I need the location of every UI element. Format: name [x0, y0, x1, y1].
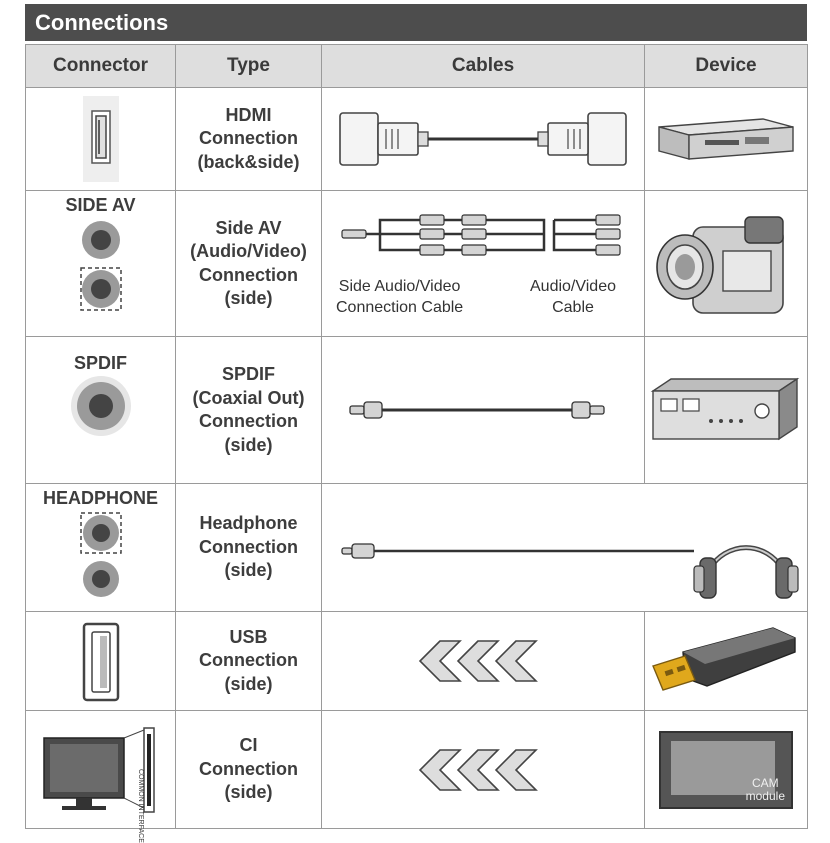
header-connector: Connector	[25, 44, 176, 88]
side-av-type-cell: Side AV (Audio/Video) Connection (side)	[175, 190, 322, 337]
spdif-device-cell	[644, 336, 808, 484]
headphone-jack-icon	[80, 512, 122, 597]
coaxial-jack-icon	[71, 375, 131, 436]
headphone-cable-icon	[341, 542, 799, 599]
hdmi-connector-cell	[25, 87, 176, 191]
type-line: USB	[229, 626, 268, 647]
amplifier-icon	[650, 377, 800, 441]
row-side-av: SIDE AV Side AV (Audio/Video) Connection…	[25, 190, 808, 337]
type-line: SPDIF	[221, 364, 275, 384]
usb-connector-cell	[25, 611, 176, 711]
headphone-cable-cell	[321, 483, 808, 612]
ci-connector-cell: COMMON INTERFACE	[25, 710, 176, 843]
type-line: Connection	[199, 264, 298, 285]
usb-cable-cell	[321, 611, 645, 711]
cable-caption-right: Audio/Video	[530, 277, 616, 295]
type-line: Connection	[199, 536, 298, 557]
cam-module-icon: CAM module	[659, 730, 793, 809]
row-headphone: HEADPHONE Headphone Connection (side)	[25, 483, 808, 612]
hdmi-cable-icon	[339, 112, 627, 166]
camcorder-icon	[656, 215, 784, 314]
row-hdmi: HDMI Connection (back&side)	[25, 87, 808, 191]
ci-panel-label: COMMON INTERFACE	[137, 769, 144, 843]
row-usb: USB Connection (side)	[25, 611, 808, 711]
type-line: Side AV	[215, 217, 282, 238]
usb-port-icon	[82, 622, 120, 702]
type-line: Headphone	[199, 513, 298, 534]
connector-label: HEADPHONE	[42, 488, 158, 508]
type-line: (back&side)	[197, 151, 300, 172]
type-line: Connection	[199, 128, 298, 149]
coaxial-cable-icon	[349, 401, 605, 419]
type-line: CI	[239, 735, 258, 756]
connector-label: SIDE AV	[65, 195, 136, 215]
spdif-cable-cell	[321, 336, 645, 484]
ci-type-cell: CI Connection (side)	[175, 710, 322, 829]
side-av-cable-cell: Side Audio/Video Connection Cable Audio/…	[321, 190, 645, 337]
header-row: Connector Type Cables Device	[25, 44, 808, 88]
cam-label: CAM	[751, 775, 779, 790]
direction-arrows-icon	[418, 640, 538, 682]
header-device: Device	[644, 44, 808, 88]
row-ci: COMMON INTERFACE CI Connection (side)	[25, 710, 808, 843]
header-type: Type	[175, 44, 322, 88]
type-line: (side)	[224, 782, 273, 803]
page-title: Connections	[25, 4, 807, 41]
side-av-connector-cell: SIDE AV	[25, 190, 176, 337]
ci-slot-icon	[43, 726, 155, 813]
cable-caption-left: Side Audio/Video	[338, 277, 461, 295]
hdmi-cable-cell	[321, 87, 645, 191]
type-line: Connection	[199, 411, 298, 431]
av-jack-icon	[80, 221, 122, 311]
connector-label: SPDIF	[73, 352, 127, 373]
usb-type-cell: USB Connection (side)	[175, 611, 322, 711]
side-av-device-cell	[644, 190, 808, 337]
connections-table: Connector Type Cables Device HDMI Connec…	[25, 44, 808, 843]
headphone-connector-cell: HEADPHONE	[25, 483, 176, 612]
cable-caption-right: Cable	[552, 298, 594, 316]
type-line: (Coaxial Out)	[192, 387, 305, 408]
hdmi-port-icon	[83, 96, 119, 182]
type-line: HDMI	[225, 104, 272, 125]
cam-label: module	[745, 788, 785, 803]
usb-stick-icon	[652, 627, 796, 691]
hdmi-type-cell: HDMI Connection (back&side)	[175, 87, 322, 191]
type-line: (side)	[224, 673, 273, 694]
headphone-type-cell: Headphone Connection (side)	[175, 483, 322, 612]
row-spdif: SPDIF SPDIF (Coaxial Out) Connection (si…	[25, 336, 808, 484]
type-line: (side)	[224, 434, 273, 455]
spdif-connector-cell: SPDIF	[25, 336, 176, 484]
ci-device-cell: CAM module	[644, 710, 808, 829]
spdif-type-cell: SPDIF (Coaxial Out) Connection (side)	[175, 336, 322, 484]
header-cables: Cables	[321, 44, 645, 88]
type-line: (side)	[224, 560, 273, 581]
type-line: (Audio/Video)	[190, 241, 307, 261]
av-cable-icon	[341, 213, 621, 256]
type-line: Connection	[199, 758, 298, 779]
ci-cable-cell	[321, 710, 645, 829]
dvd-player-icon	[658, 118, 794, 160]
hdmi-device-cell	[644, 87, 808, 191]
direction-arrows-icon	[418, 748, 538, 791]
cable-caption-left: Connection Cable	[336, 298, 464, 316]
type-line: Connection	[199, 650, 298, 671]
usb-device-cell	[644, 611, 808, 711]
type-line: (side)	[224, 288, 273, 308]
